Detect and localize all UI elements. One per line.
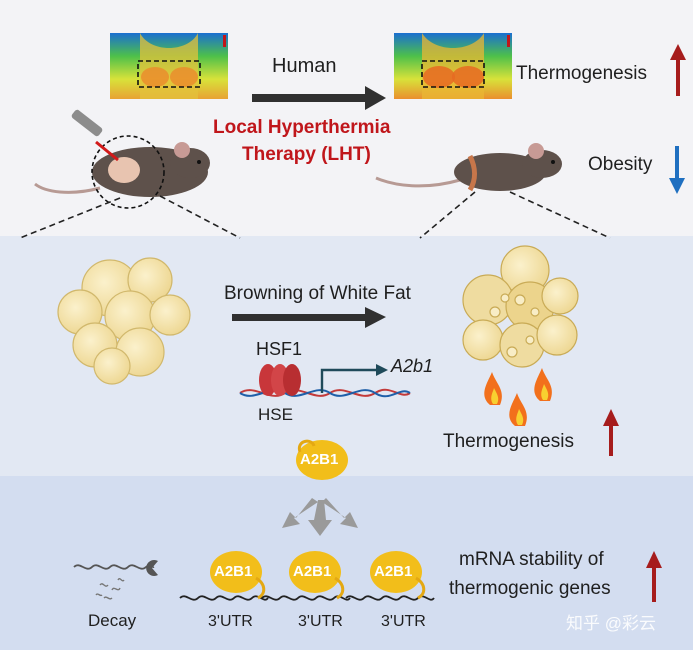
obesity-label: Obesity (588, 154, 653, 175)
beige-fat-cells-icon (462, 245, 579, 368)
a2b1-protein-icon (296, 439, 348, 480)
middle-thermogenesis-label: Thermogenesis (443, 431, 574, 452)
obesity-down-arrow (669, 146, 685, 194)
hse-label: HSE (258, 405, 293, 424)
thermogenesis-middle-up-arrow (603, 409, 619, 456)
stability-label-line2: thermogenic genes (449, 578, 611, 599)
a2b1-label-2: A2B1 (293, 563, 332, 580)
a2b1-label-1: A2B1 (214, 563, 253, 580)
thermogenesis-up-arrow (670, 44, 686, 96)
hsf1-label: HSF1 (256, 339, 303, 359)
stability-up-arrow (646, 551, 662, 602)
utr-label-3: 3'UTR (381, 613, 426, 630)
gene-label: A2b1 (391, 356, 434, 376)
transcription-arrow (320, 364, 388, 393)
utr-label-2: 3'UTR (298, 613, 343, 630)
top-thermogenesis-label: Thermogenesis (516, 63, 647, 84)
decaying-mrna-icon (73, 560, 158, 600)
gray-branch-arrows (282, 498, 358, 536)
white-fat-cells-icon (57, 257, 191, 385)
stabilized-mrna-1 (179, 551, 269, 601)
browning-label: Browning of White Fat (224, 283, 411, 304)
human-arrow (252, 86, 386, 110)
decay-label: Decay (88, 611, 137, 630)
stabilized-mrna-3 (345, 551, 435, 601)
a2b1-protein-label: A2B1 (300, 451, 339, 468)
watermark: 知乎 @彩云 (566, 614, 656, 633)
bottom-panel (0, 476, 693, 650)
browning-arrow (232, 307, 386, 328)
lean-mouse-icon (375, 143, 562, 192)
human-label: Human (272, 55, 337, 77)
hsf1-protein-icon (259, 364, 301, 396)
stability-label-line1: mRNA stability of (459, 549, 604, 570)
stabilized-mrna-2 (261, 551, 351, 601)
therapy-title-line2: Therapy (LHT) (242, 144, 371, 165)
thermal-image-after (394, 33, 512, 99)
therapy-title-line1: Local Hyperthermia (213, 117, 391, 138)
treated-mouse-icon (34, 109, 210, 209)
thermal-image-before (110, 33, 228, 99)
a2b1-label-3: A2B1 (374, 563, 413, 580)
flame-icons (484, 368, 552, 426)
utr-label-1: 3'UTR (208, 613, 253, 630)
